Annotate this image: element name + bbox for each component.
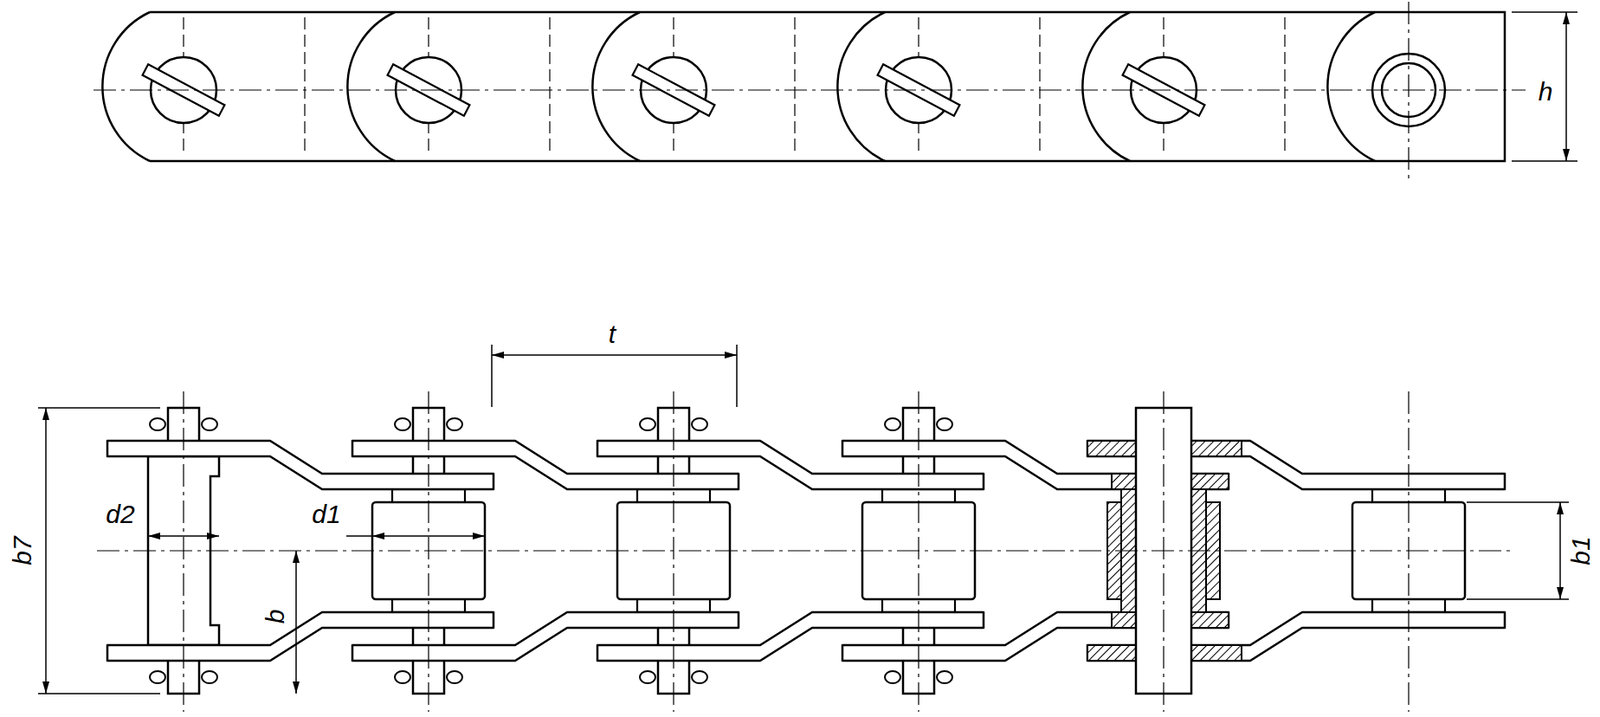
dimension-line <box>1565 12 1568 162</box>
extension-line <box>490 344 493 407</box>
center-line <box>1407 1 1409 184</box>
label-anchor: h <box>1536 78 1555 105</box>
extension-line <box>1511 160 1578 162</box>
center-line <box>93 89 1526 91</box>
extension-line <box>38 692 161 695</box>
label-anchor: d1 <box>309 501 342 528</box>
plate-end-arc <box>102 12 150 162</box>
extension-line <box>735 344 738 407</box>
plate-end-arc <box>1082 12 1130 162</box>
dimension-line <box>372 535 485 537</box>
plate-end-arc <box>837 12 885 162</box>
dimension-line <box>491 354 737 356</box>
label-anchor: b <box>262 607 289 626</box>
dimension-label: b <box>262 607 289 626</box>
dimension-label: t <box>606 321 618 348</box>
leader-line <box>346 535 373 537</box>
dimension-label: h <box>1536 78 1555 105</box>
extension-line <box>1466 501 1569 504</box>
hidden-lines <box>183 17 1285 156</box>
plate-end-arc <box>347 12 395 162</box>
label-anchor: b7 <box>9 534 36 567</box>
label-anchor: b1 <box>1567 534 1594 567</box>
plate-end-arc <box>1327 12 1375 162</box>
label-anchor: d2 <box>103 501 136 528</box>
dimension-label: d1 <box>309 501 342 528</box>
extension-line <box>1466 598 1569 600</box>
plate-outline-top-view <box>149 12 1505 162</box>
dimension-label: b1 <box>1567 534 1594 567</box>
extension-line <box>1511 11 1578 13</box>
dimension-label: b7 <box>9 534 36 567</box>
center-lines <box>183 391 1409 712</box>
dimension-label: d2 <box>103 501 136 528</box>
plate-end-arc <box>592 12 640 162</box>
dimension-line <box>1559 502 1562 600</box>
extension-line <box>38 406 161 409</box>
dimension-line <box>148 535 220 537</box>
dimension-line <box>295 550 297 694</box>
label-anchor: t <box>606 321 618 348</box>
center-line <box>96 549 1516 551</box>
dimension-line <box>45 407 47 694</box>
